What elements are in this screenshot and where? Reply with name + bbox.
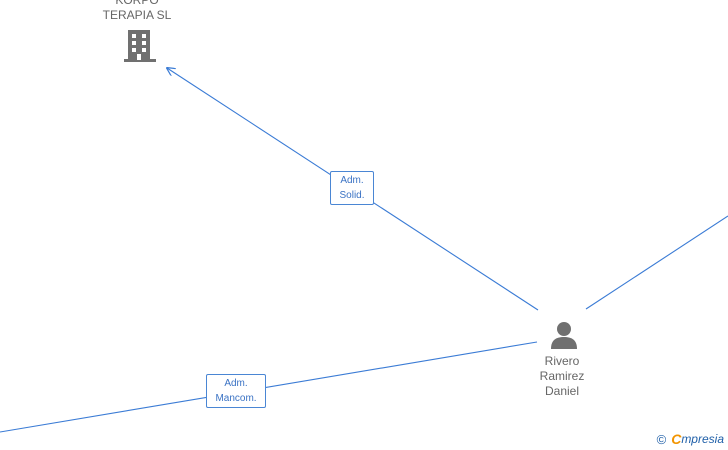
edge-label-solid-line1: Adm. <box>340 175 364 186</box>
company-name[interactable]: KORPO TERAPIA SL <box>96 0 178 23</box>
person-name[interactable]: Rivero Ramirez Daniel <box>522 354 602 399</box>
company-name-line1: KORPO <box>115 0 159 7</box>
copyright-symbol: © <box>656 431 667 447</box>
edge-label-mancom-line2: Mancom. <box>215 393 257 404</box>
logo-text: mpresia <box>681 432 724 446</box>
logo-initial: C <box>671 431 682 447</box>
company-name-line2: TERAPIA SL <box>102 8 172 22</box>
person-name-line3: Daniel <box>544 384 580 398</box>
edge-person-to-left <box>0 341 538 433</box>
edge-label-solid-line2: Solid. <box>339 190 365 201</box>
edge-label-adm-solid[interactable]: Adm. Solid. <box>330 171 374 205</box>
building-icon[interactable] <box>123 28 157 64</box>
person-name-line1: Rivero <box>544 354 580 368</box>
edge-person-to-right <box>585 215 728 310</box>
edge-label-adm-mancom[interactable]: Adm. Mancom. <box>206 374 266 408</box>
person-name-line2: Ramirez <box>539 369 585 383</box>
person-icon[interactable] <box>549 320 579 350</box>
edge-label-mancom-line1: Adm. <box>224 378 248 389</box>
empresia-logo: © C mpresia <box>657 431 724 447</box>
